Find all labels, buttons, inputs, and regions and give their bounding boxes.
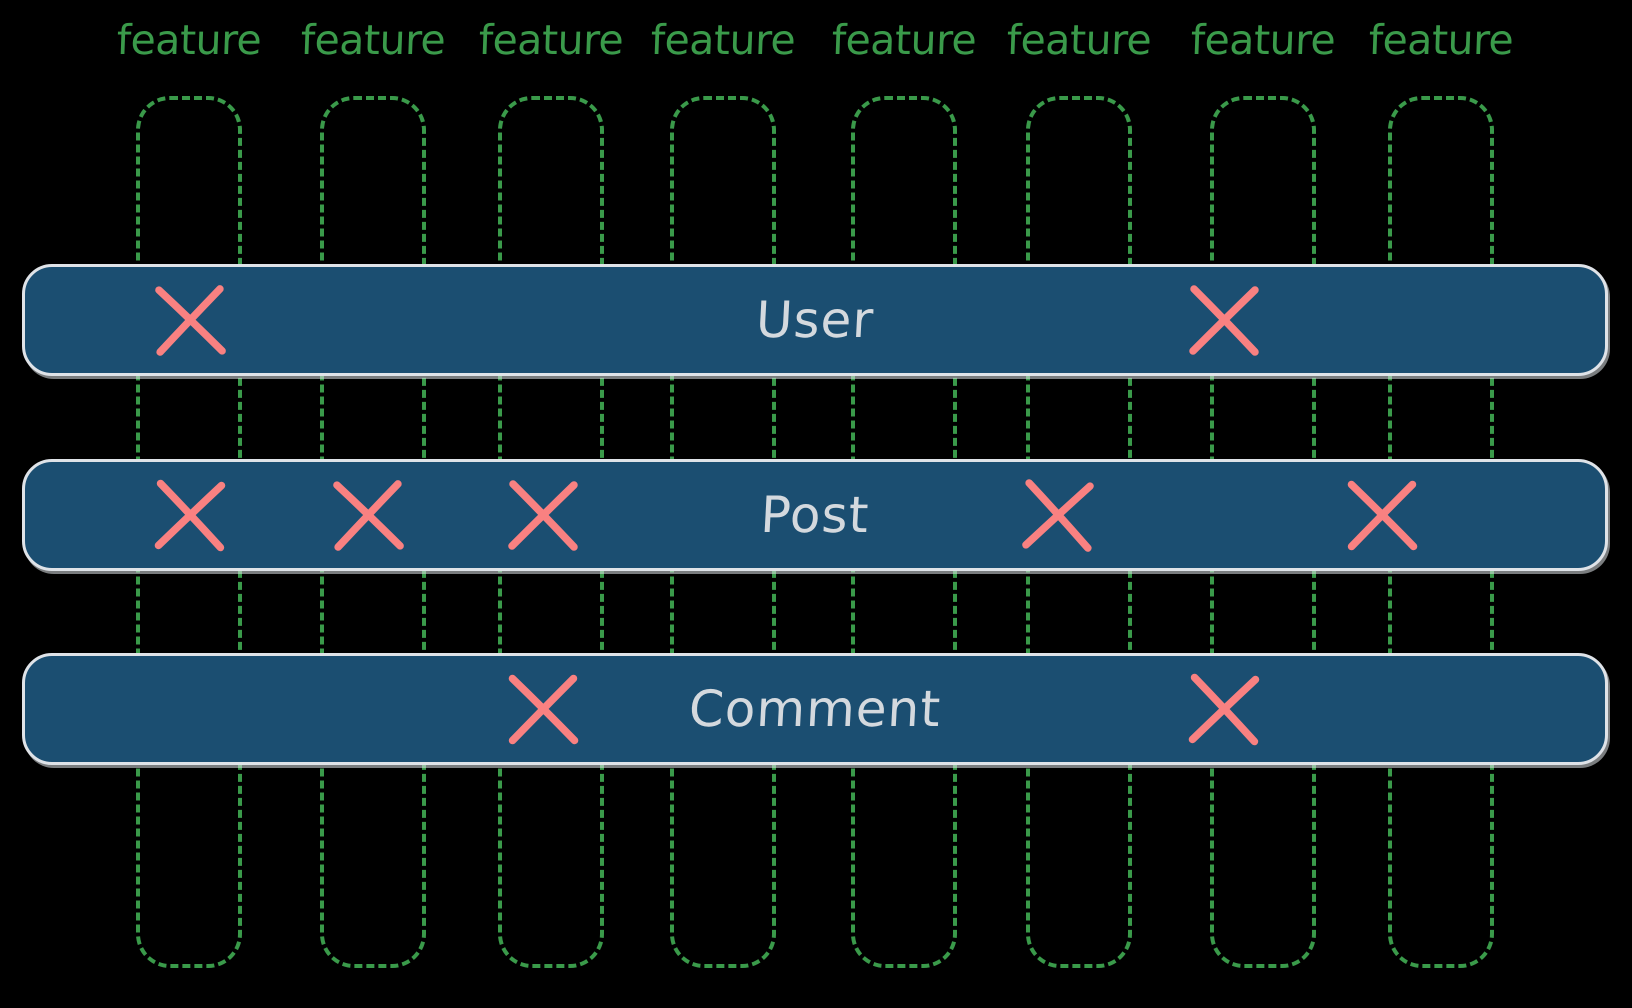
x-icon bbox=[506, 478, 580, 552]
x-icon bbox=[152, 477, 227, 552]
x-icon bbox=[152, 282, 229, 359]
feature-column-label-8: feature bbox=[1367, 16, 1515, 64]
x-icon bbox=[330, 477, 407, 554]
entity-row-comment[interactable]: Comment bbox=[22, 653, 1608, 765]
entity-row-label: Comment bbox=[687, 680, 943, 738]
x-icon bbox=[1020, 477, 1097, 554]
x-icon bbox=[1186, 671, 1261, 746]
entity-row-post[interactable]: Post bbox=[22, 459, 1608, 571]
x-icon bbox=[505, 671, 580, 746]
entity-row-label: User bbox=[754, 291, 876, 349]
entity-row-user[interactable]: User bbox=[22, 264, 1608, 376]
entity-row-label: Post bbox=[759, 486, 871, 544]
x-icon bbox=[1187, 283, 1261, 357]
x-icon bbox=[1344, 477, 1419, 552]
